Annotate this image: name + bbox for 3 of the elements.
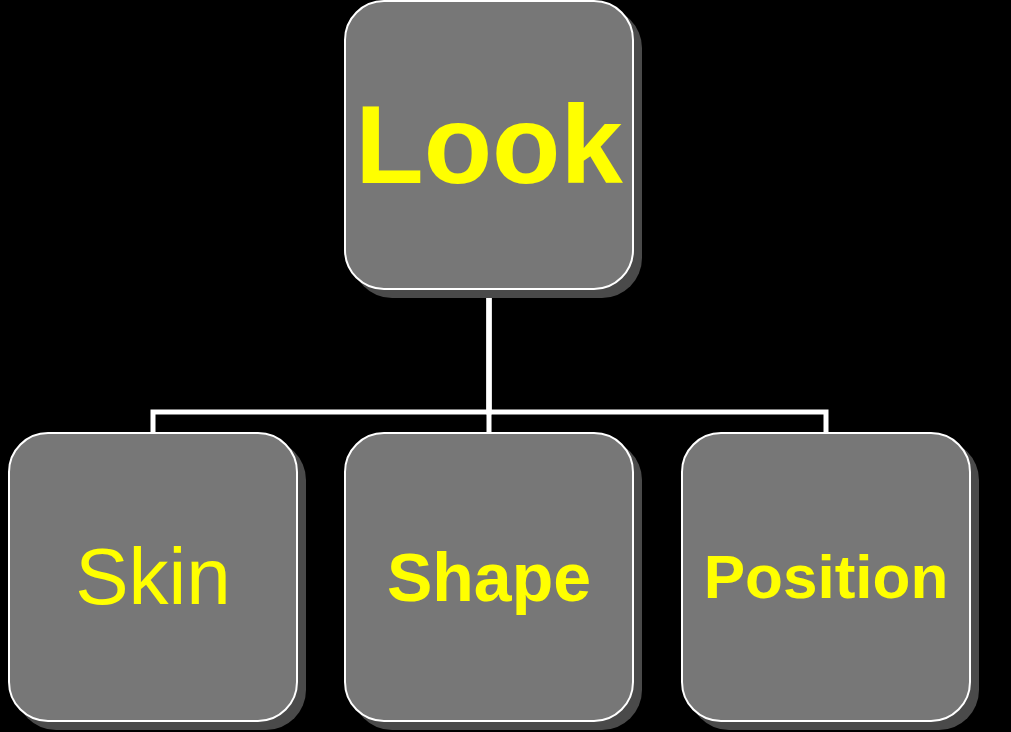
box-label: Skin bbox=[75, 537, 231, 617]
box-label: Position bbox=[703, 546, 949, 608]
box-label: Look bbox=[355, 89, 623, 201]
